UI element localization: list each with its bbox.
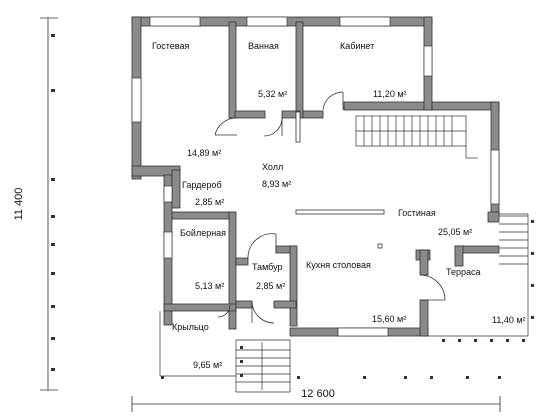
room-area: 2,85 м²: [195, 197, 224, 207]
left-grid-ticks: [51, 34, 55, 371]
room-name: Терраса: [446, 267, 481, 277]
room-name: Крыльцо: [172, 322, 209, 332]
room-name: Кухня столовая: [306, 260, 371, 270]
room-porch: Крыльцо 9,65 м²: [172, 322, 222, 370]
partitions: [295, 111, 385, 249]
walls: [131, 16, 500, 337]
room-name: Ванная: [248, 41, 279, 51]
room-name: Бойлерная: [180, 228, 226, 238]
room-area: 11,40 м²: [492, 315, 526, 325]
room-name: Гостиная: [398, 208, 436, 218]
room-wardrobe: Гардероб 2,85 м²: [182, 180, 224, 207]
windows: [131, 16, 500, 337]
room-area: 9,65 м²: [193, 360, 222, 370]
room-area: 11,20 м²: [373, 89, 407, 99]
interior-stairs: [355, 115, 478, 159]
room-name: Кабинет: [340, 41, 374, 51]
room-area: 25,05 м²: [438, 227, 472, 237]
room-area: 8,93 м²: [262, 179, 291, 189]
terrace-outline: [428, 213, 529, 337]
bottom-grid-ticks: [161, 376, 501, 379]
doors: [214, 91, 446, 324]
vertical-dimension-label: 11 400: [13, 188, 25, 221]
porch-outline: [159, 311, 291, 393]
room-area: 15,60 м²: [372, 314, 406, 324]
room-area: 5,32 м²: [258, 89, 287, 99]
horizontal-dimension-label: 12 600: [301, 388, 335, 400]
room-area: 14,89 м²: [187, 148, 221, 158]
room-area: 5,13 м²: [195, 281, 224, 291]
porch-railing-dots: [240, 346, 243, 377]
room-name: Гостевая: [152, 41, 189, 51]
room-bath: Ванная 5,32 м²: [248, 41, 287, 99]
room-hall: Холл 8,93 м²: [262, 162, 291, 189]
room-name: Холл: [262, 162, 283, 172]
room-area: 2,85 м²: [256, 281, 285, 291]
room-terrace: Терраса 11,40 м²: [446, 267, 526, 325]
terrace-railing-dots: [442, 220, 534, 342]
room-name: Тамбур: [252, 262, 283, 272]
room-boiler: Бойлерная 5,13 м²: [180, 228, 226, 291]
room-kitchen: Кухня столовая 15,60 м²: [306, 260, 406, 324]
room-vestibule: Тамбур 2,85 м²: [252, 262, 285, 291]
room-guest: Гостевая 14,89 м²: [152, 41, 221, 158]
horizontal-dimension: [131, 396, 501, 412]
room-office: Кабинет 11,20 м²: [340, 41, 407, 99]
room-name: Гардероб: [182, 180, 222, 190]
terrace-steps: [499, 215, 528, 265]
room-living: Гостиная 25,05 м²: [398, 208, 472, 237]
vertical-dimension: [40, 17, 58, 391]
